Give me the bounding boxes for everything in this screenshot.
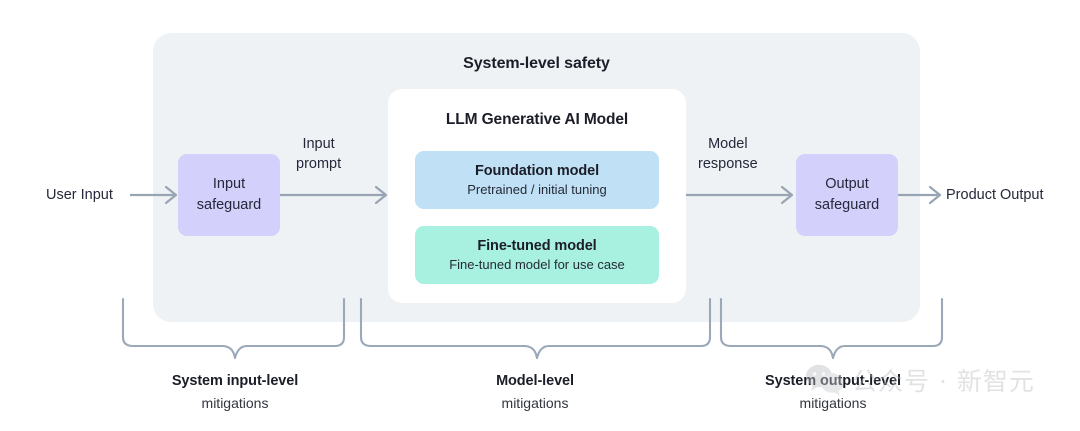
bracket-system-output-level [719, 297, 944, 360]
mitigation-output-subtitle: mitigations [799, 395, 867, 411]
system-level-safety-title: System-level safety [463, 55, 610, 72]
mitigation-output-title: System output-level [765, 373, 901, 389]
bracket-system-input-level [121, 297, 346, 360]
input-safeguard-label-line2: safeguard [196, 197, 262, 213]
arrow-model-to-output-safeguard [686, 185, 794, 205]
input-safeguard-box[interactable]: Input safeguard [178, 154, 280, 236]
fine-tuned-model-title: Fine-tuned model [477, 237, 597, 254]
output-safeguard-box[interactable]: Output safeguard [796, 154, 898, 236]
input-prompt-line1: Input [302, 136, 335, 152]
user-input-label: User Input [46, 187, 113, 203]
arrow-input-safeguard-to-model [280, 185, 388, 205]
model-response-line1: Model [708, 136, 748, 152]
mitigation-model-title: Model-level [496, 373, 574, 389]
mitigation-label-system-output-level: System output-level mitigations [683, 370, 983, 414]
fine-tuned-model-box[interactable]: Fine-tuned model Fine-tuned model for us… [415, 226, 659, 284]
input-prompt-label: Input prompt [296, 134, 341, 174]
mitigation-label-model-level: Model-level mitigations [385, 370, 685, 414]
bracket-model-level [359, 297, 712, 360]
output-safeguard-label-line1: Output [825, 176, 869, 192]
foundation-model-subtitle: Pretrained / initial tuning [467, 181, 607, 197]
input-prompt-line2: prompt [296, 156, 342, 172]
llm-model-card-title: LLM Generative AI Model [445, 111, 629, 128]
output-safeguard-label-line2: safeguard [814, 197, 880, 213]
product-output-label: Product Output [946, 187, 1044, 203]
input-safeguard-label-line1: Input [212, 176, 246, 192]
fine-tuned-model-subtitle: Fine-tuned model for use case [449, 256, 625, 272]
model-response-line2: response [698, 156, 758, 172]
mitigation-input-subtitle: mitigations [201, 395, 269, 411]
mitigation-input-title: System input-level [171, 373, 299, 389]
arrow-user-input-to-input-safeguard [130, 185, 178, 205]
arrow-output-safeguard-to-product-output [898, 185, 942, 205]
model-response-label: Model response [698, 134, 758, 174]
foundation-model-title: Foundation model [474, 162, 600, 179]
mitigation-label-system-input-level: System input-level mitigations [85, 370, 385, 414]
foundation-model-box[interactable]: Foundation model Pretrained / initial tu… [415, 151, 659, 209]
mitigation-model-subtitle: mitigations [501, 395, 569, 411]
